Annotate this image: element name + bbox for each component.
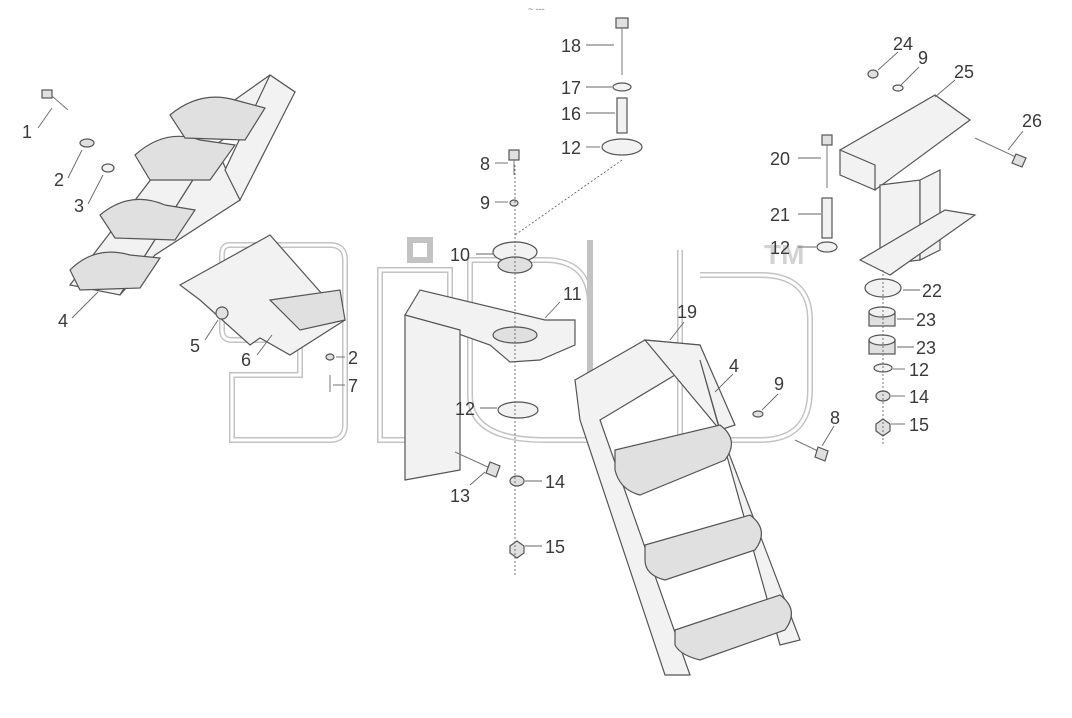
callout-label: 12 [561, 138, 581, 158]
callout-label: 15 [909, 415, 929, 435]
callout-labels: 1 2 3 4 5 6 2 7 8 9 10 11 12 13 14 15 18… [22, 34, 1042, 557]
callout-label: 7 [348, 376, 358, 396]
callout-label: 14 [909, 387, 929, 407]
callout-label: 13 [450, 486, 470, 506]
callout-label: 20 [770, 149, 790, 169]
callout-label: 18 [561, 36, 581, 56]
callout-label: 6 [241, 350, 251, 370]
callout-label: 1 [22, 122, 32, 142]
callout-label: 4 [58, 311, 68, 331]
callout-label: 11 [563, 284, 582, 304]
callout-label: 8 [830, 408, 840, 428]
callout-label: 12 [909, 360, 929, 380]
leader-lines [37, 44, 1024, 547]
callout-label: 8 [480, 154, 490, 174]
callout-label: 9 [918, 48, 928, 68]
callout-label: 14 [545, 472, 565, 492]
watermark-tm: TM [764, 239, 804, 270]
callout-label: 9 [774, 374, 784, 394]
callout-label: 5 [190, 336, 200, 356]
callout-label: 4 [729, 356, 739, 376]
callout-label: 26 [1022, 111, 1042, 131]
right-support-assembly [816, 69, 1027, 445]
left-ladder-assembly [41, 74, 346, 392]
callout-label: 3 [74, 196, 84, 216]
callout-label: 12 [455, 399, 475, 419]
top-center-stack [514, 17, 643, 236]
callout-label: 16 [561, 104, 581, 124]
callout-label: 15 [545, 537, 565, 557]
callout-label: 24 [893, 34, 913, 54]
callout-label: 10 [450, 245, 470, 265]
right-ladder-assembly [574, 339, 829, 676]
callout-label: 22 [922, 281, 942, 301]
callout-label: 17 [561, 78, 581, 98]
callout-label: 9 [480, 193, 490, 213]
callout-label: 2 [54, 170, 64, 190]
callout-label: 19 [677, 302, 697, 322]
callout-label: 23 [916, 310, 936, 330]
callout-label: 23 [916, 338, 936, 358]
callout-label: 12 [770, 238, 790, 258]
callout-label: 25 [954, 62, 974, 82]
callout-label: 21 [770, 205, 790, 225]
callout-label: 2 [348, 348, 358, 368]
header-mark: ~ --- [528, 4, 545, 14]
center-bracket-assembly [404, 149, 576, 575]
watermark-logo: TM [219, 237, 813, 443]
